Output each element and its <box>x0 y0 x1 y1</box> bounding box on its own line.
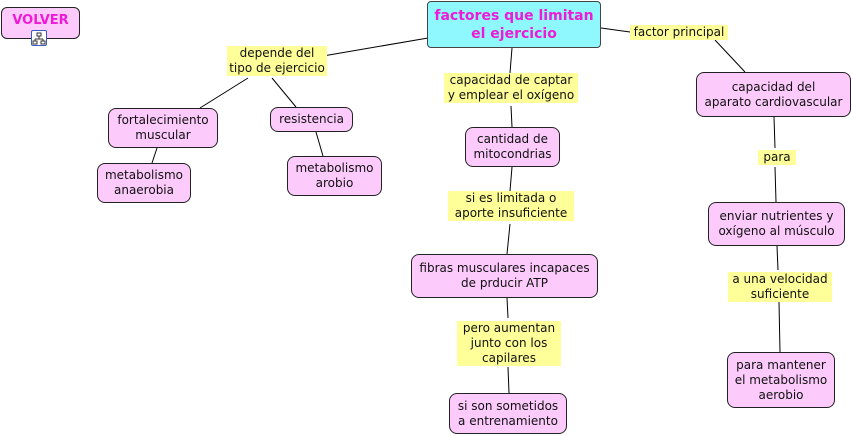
node-fibras-musculares[interactable]: fibras musculares incapaces de prducir A… <box>411 254 598 298</box>
node-metabolismo-anaerobia[interactable]: metabolismo anaerobia <box>97 163 191 203</box>
link-label-para: para <box>758 150 796 165</box>
node-mitocondrias[interactable]: cantidad de mitocondrias <box>465 127 560 167</box>
node-resistencia-label: resistencia <box>279 112 344 126</box>
link-text-captar: capacidad de captar y emplear el oxígeno <box>447 73 575 102</box>
concept-map-icon[interactable] <box>31 30 47 46</box>
link-label-depende: depende del tipo de ejercicio <box>227 46 327 76</box>
node-fibras-label: fibras musculares incapaces de prducir A… <box>419 261 590 290</box>
node-mantener-metabolismo[interactable]: para mantener el metabolismo aerobio <box>727 352 835 408</box>
node-capacidad-cardiovascular[interactable]: capacidad del aparato cardiovascular <box>696 72 851 117</box>
concept-map-icon-glyph <box>32 32 46 45</box>
node-arobio-label: metabolismo arobio <box>295 161 374 190</box>
node-mitocondrias-label: cantidad de mitocondrias <box>473 132 552 161</box>
link-text-factor: factor principal <box>633 25 725 39</box>
link-label-aumentan: pero aumentan junto con los capilares <box>457 321 561 366</box>
link-label-factor-principal: factor principal <box>630 25 728 40</box>
node-fortalecimiento-label: fortalecimiento muscular <box>117 113 209 142</box>
node-mantener-label: para mantener el metabolismo aerobio <box>734 357 828 402</box>
link-label-limitada: si es limitada o aporte insuficiente <box>448 191 574 221</box>
node-resistencia[interactable]: resistencia <box>270 107 353 132</box>
node-anaerobia-label: metabolismo anaerobia <box>104 168 184 197</box>
node-metabolismo-arobio[interactable]: metabolismo arobio <box>287 156 382 196</box>
node-entrenamiento-label: si son sometidos a entrenamiento <box>457 398 559 428</box>
main-concept-node[interactable]: factores que limitan el ejercicio <box>427 1 601 48</box>
node-enviar-nutrientes[interactable]: enviar nutrientes y oxígeno al músculo <box>708 202 845 246</box>
link-text-para: para <box>763 150 791 164</box>
link-label-velocidad: a una velocidad suficiente <box>728 272 832 302</box>
main-concept-label: factores que limitan el ejercicio <box>434 7 594 42</box>
link-text-aumentan: pero aumentan junto con los capilares <box>462 321 556 365</box>
link-text-limitada: si es limitada o aporte insuficiente <box>454 191 568 220</box>
link-text-velocidad: a una velocidad suficiente <box>732 272 828 301</box>
volver-label: VOLVER <box>12 13 69 28</box>
link-text-depende: depende del tipo de ejercicio <box>229 46 325 75</box>
node-entrenamiento[interactable]: si son sometidos a entrenamiento <box>449 393 567 434</box>
node-fortalecimiento[interactable]: fortalecimiento muscular <box>108 108 218 148</box>
node-nutrientes-label: enviar nutrientes y oxígeno al músculo <box>718 209 835 238</box>
node-cardio-label: capacidad del aparato cardiovascular <box>704 79 843 109</box>
link-label-captar: capacidad de captar y emplear el oxígeno <box>444 73 578 103</box>
